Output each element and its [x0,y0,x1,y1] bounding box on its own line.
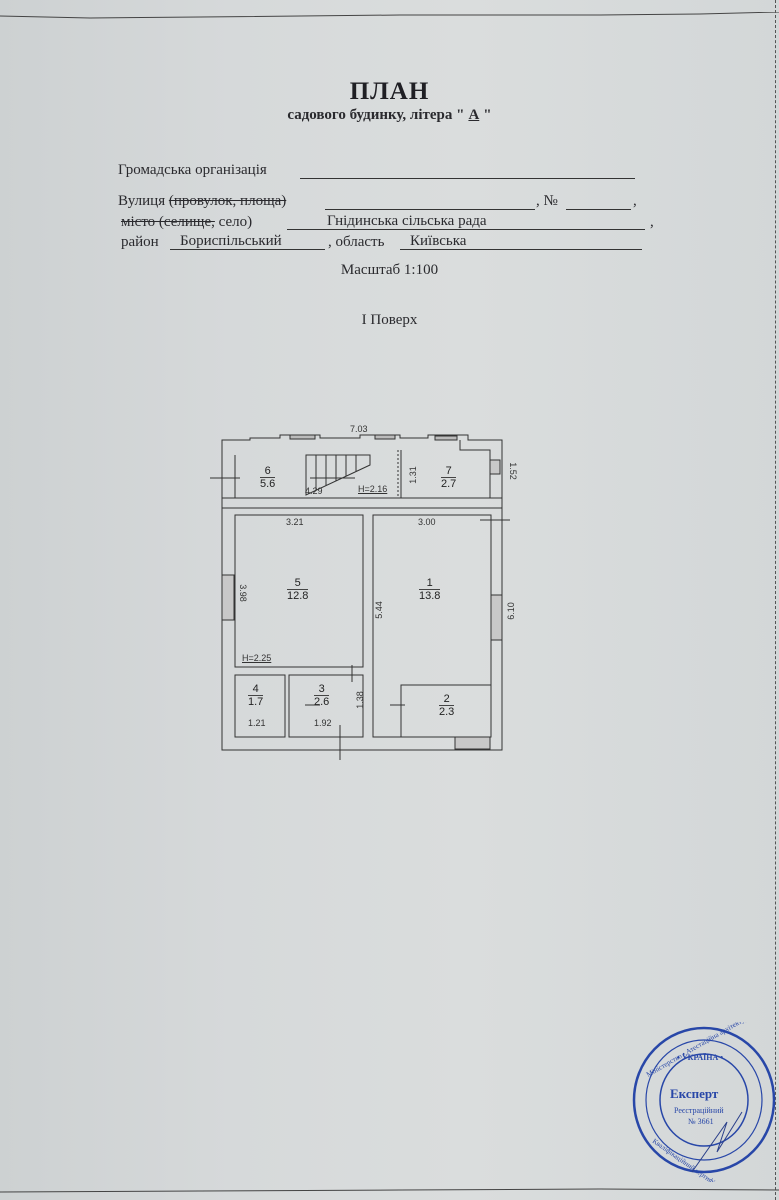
room-area: 12.8 [287,590,309,602]
room-area: 1.7 [248,696,264,708]
city-label: місто (селище, село) [121,214,252,231]
room-area: 13.8 [419,590,441,602]
room-area: 2.3 [439,706,455,718]
stamp-reg-number: № 3661 [688,1117,714,1126]
number-label: , № [536,193,558,209]
dimension-6-10: 6.10 [505,602,516,620]
region-label: , область [328,234,385,250]
organization-label: Громадська організація [118,162,267,178]
room-number: 2 [439,693,455,706]
dimension-3-00: 3.00 [418,517,436,527]
street-field [325,192,535,210]
room-number: 6 [260,465,276,478]
floor-label: I Поверх [361,312,418,328]
dimension-4-29: 4.29 [305,486,323,496]
dimension-overall-width: 7.03 [350,424,368,434]
paper-top-edge [0,12,779,19]
dimension-1-31: 1.31 [407,466,418,484]
scale-label: Масштаб 1:100 [340,262,439,278]
room-area: 2.6 [314,696,330,708]
expert-stamp: • УКРАЇНА • Міністерство • Атестаційна а… [632,1010,779,1192]
street-struck-text: (провулок, площа) [168,193,287,209]
district-field: Бориспільський [170,233,325,250]
stamp-title: Експерт [670,1086,719,1101]
dimension-3-98: 3.98 [237,584,248,602]
dimension-1-38: 1.38 [354,691,365,709]
room-area: 5.6 [260,478,276,490]
subtitle-quote: " [483,107,492,123]
floor-plan: 7.03 4.29 H=2.16 1.31 1.52 3.21 3.00 3.9… [210,420,530,760]
district-label: район [121,234,159,250]
dimension-1-52: 1.52 [507,462,518,480]
dimension-3-21: 3.21 [286,517,304,527]
room-area: 2.7 [441,478,457,490]
dimension-1-92: 1.92 [314,718,332,728]
paper-right-edge [775,0,776,1200]
stamp-reg-label: Реєстраційний [674,1106,724,1115]
svg-text:Міністерство • Атестаційна арх: Міністерство • Атестаційна архітектурна [645,1022,756,1079]
organization-field [300,161,635,179]
floor-plan-drawing [210,434,510,760]
subtitle-text: садового будинку, літера " [287,107,465,123]
dimension-1-21: 1.21 [248,718,266,728]
height-upper: H=2.16 [358,484,388,494]
page-title: ПЛАН [349,78,430,105]
page-subtitle: садового будинку, літера "А" [0,107,779,124]
dimension-5-44: 5.44 [373,601,384,619]
city-field: Гнідинська сільська рада [287,213,645,230]
building-letter: А [468,107,480,123]
street-label-text: Вулиця [118,193,166,209]
city-label-text: село) [218,214,253,230]
paper-bottom-edge [0,1188,779,1193]
comma: , [650,214,654,230]
region-field: Київська [400,233,642,250]
stamp-seal-icon: • УКРАЇНА • Міністерство • Атестаційна а… [632,1010,776,1192]
street-label: Вулиця (провулок, площа) [118,193,286,210]
room-number: 1 [419,577,441,590]
city-struck-text: місто (селище, [121,214,215,230]
room-number: 3 [314,683,330,696]
svg-text:• УКРАЇНА •: • УКРАЇНА • [677,1053,723,1062]
room-number: 4 [248,683,264,696]
room-number: 7 [441,465,457,478]
comma: , [633,193,637,209]
number-field [566,192,631,210]
room-number: 5 [287,577,309,590]
height-lower: H=2.25 [242,653,272,663]
